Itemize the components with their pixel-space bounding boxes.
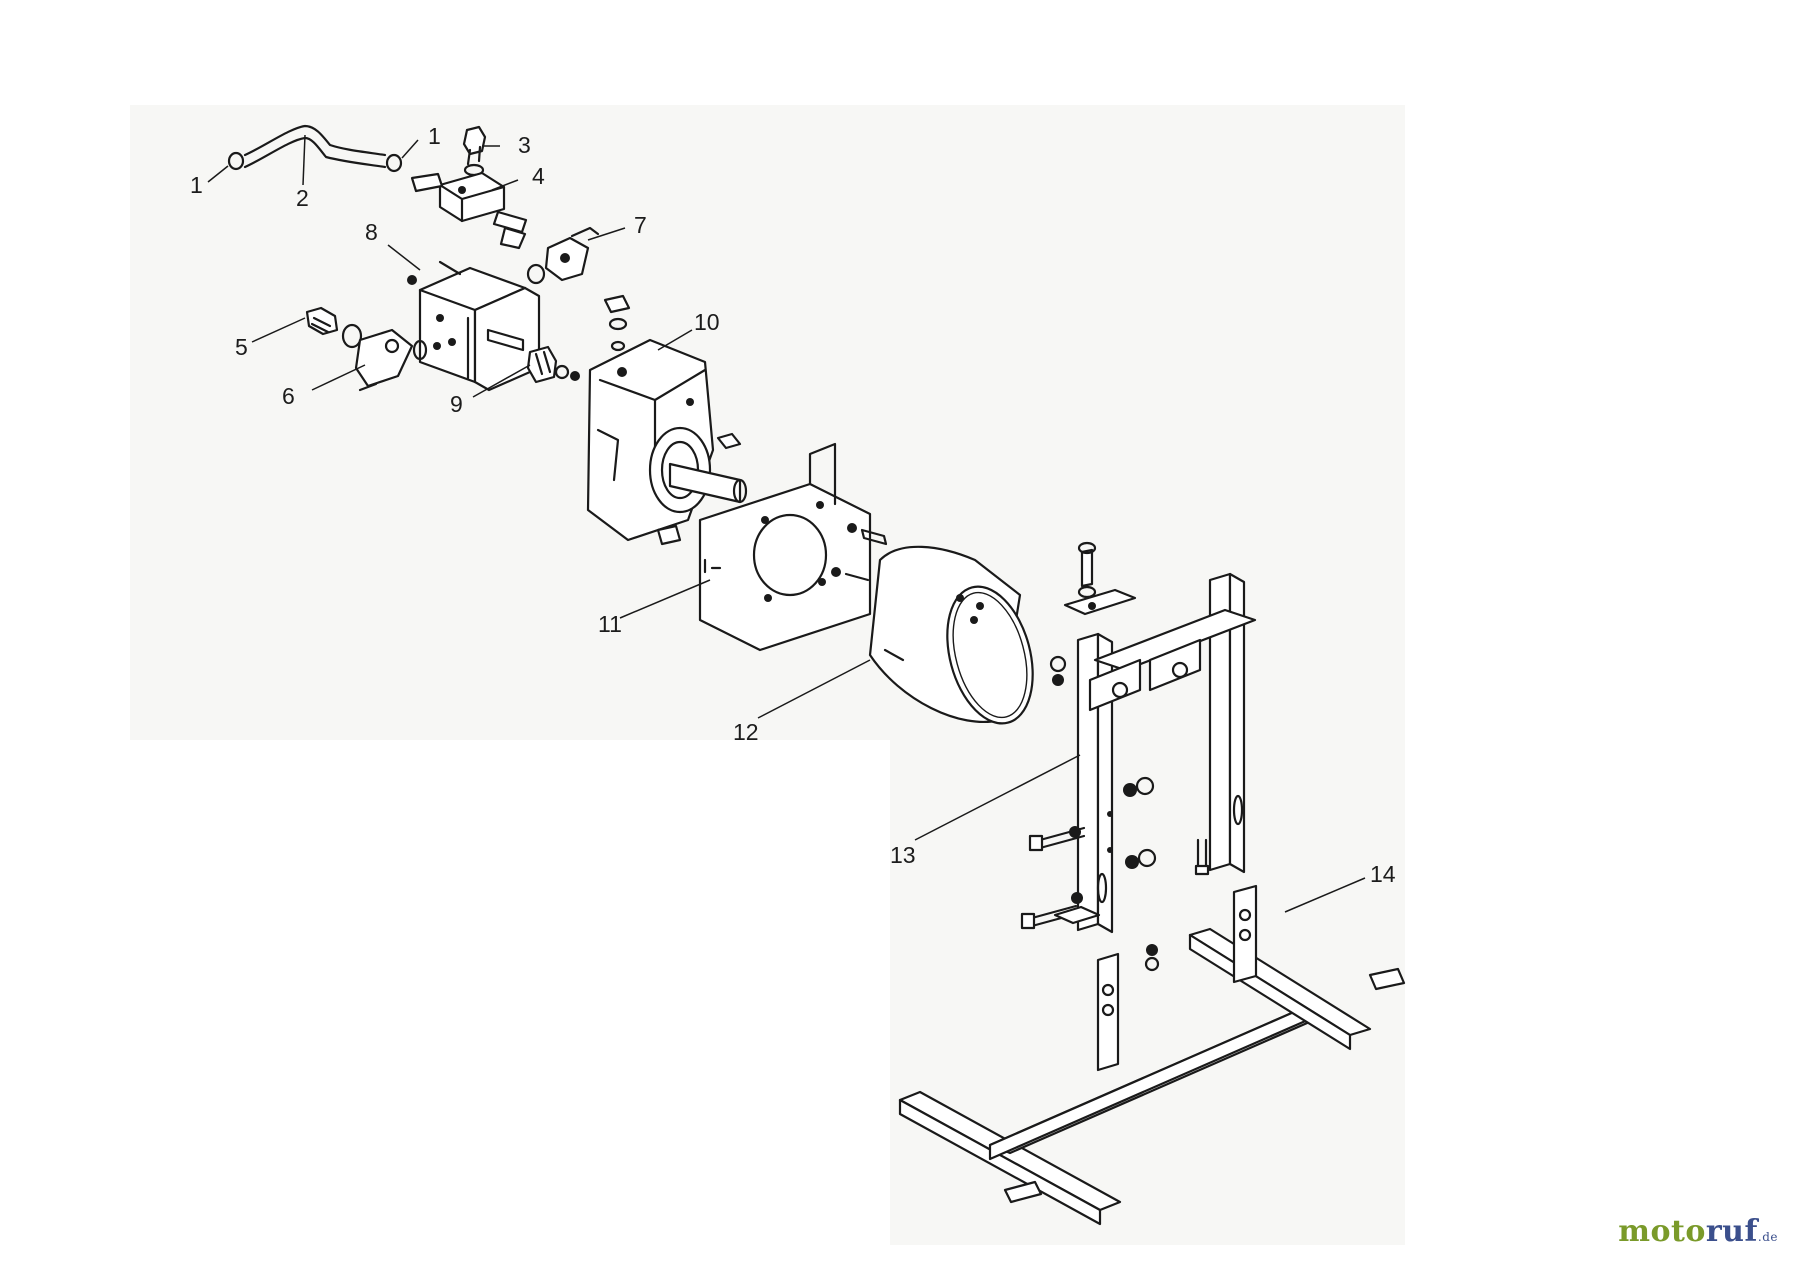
upright-frame	[1063, 572, 1257, 934]
hose	[243, 124, 387, 169]
callout-8: 8	[365, 219, 378, 245]
callout-13: 13	[890, 842, 916, 868]
shaft-coupling	[526, 345, 580, 384]
suction-flange	[354, 328, 428, 392]
callout-5: 5	[235, 334, 248, 360]
watermark-part-b: ruf	[1705, 1214, 1758, 1249]
gearbox	[586, 338, 748, 542]
scan-tint	[130, 105, 1405, 1245]
callout-6: 6	[282, 383, 295, 409]
callout-3: 3	[518, 132, 531, 158]
callout-12: 12	[733, 719, 759, 745]
pump-shaft	[486, 328, 525, 352]
callout-1a: 1	[190, 172, 203, 198]
callouts: 1 1 2 3 4 5 6 7 8 9 10 11 12 13 14	[190, 123, 1396, 887]
callout-14: 14	[1370, 861, 1396, 887]
hydraulic-pump	[407, 260, 541, 392]
callout-9: 9	[450, 391, 463, 417]
hose-clamp-right	[385, 153, 403, 173]
fitting	[462, 125, 487, 177]
watermark-part-a: moto	[1618, 1214, 1706, 1249]
callout-7: 7	[634, 212, 647, 238]
valve-block	[410, 171, 528, 250]
callout-2: 2	[296, 185, 309, 211]
callout-11: 11	[598, 611, 622, 637]
o-ring	[341, 323, 363, 349]
base-frame	[898, 838, 1406, 1226]
breather-plug	[603, 294, 631, 352]
callout-1b: 1	[428, 123, 441, 149]
watermark-logo: motoruf.de	[1618, 1214, 1778, 1249]
watermark-tld: .de	[1757, 1230, 1778, 1244]
mounting-bracket	[698, 442, 888, 652]
elbow-fitting	[526, 226, 600, 285]
callout-10: 10	[694, 309, 720, 335]
leader-lines	[207, 134, 1366, 913]
bell-housing	[868, 545, 1034, 725]
drain-plug	[656, 432, 742, 546]
callout-4: 4	[532, 163, 545, 189]
hose-clamp-left	[227, 151, 245, 171]
nipple-fitting	[305, 306, 339, 336]
